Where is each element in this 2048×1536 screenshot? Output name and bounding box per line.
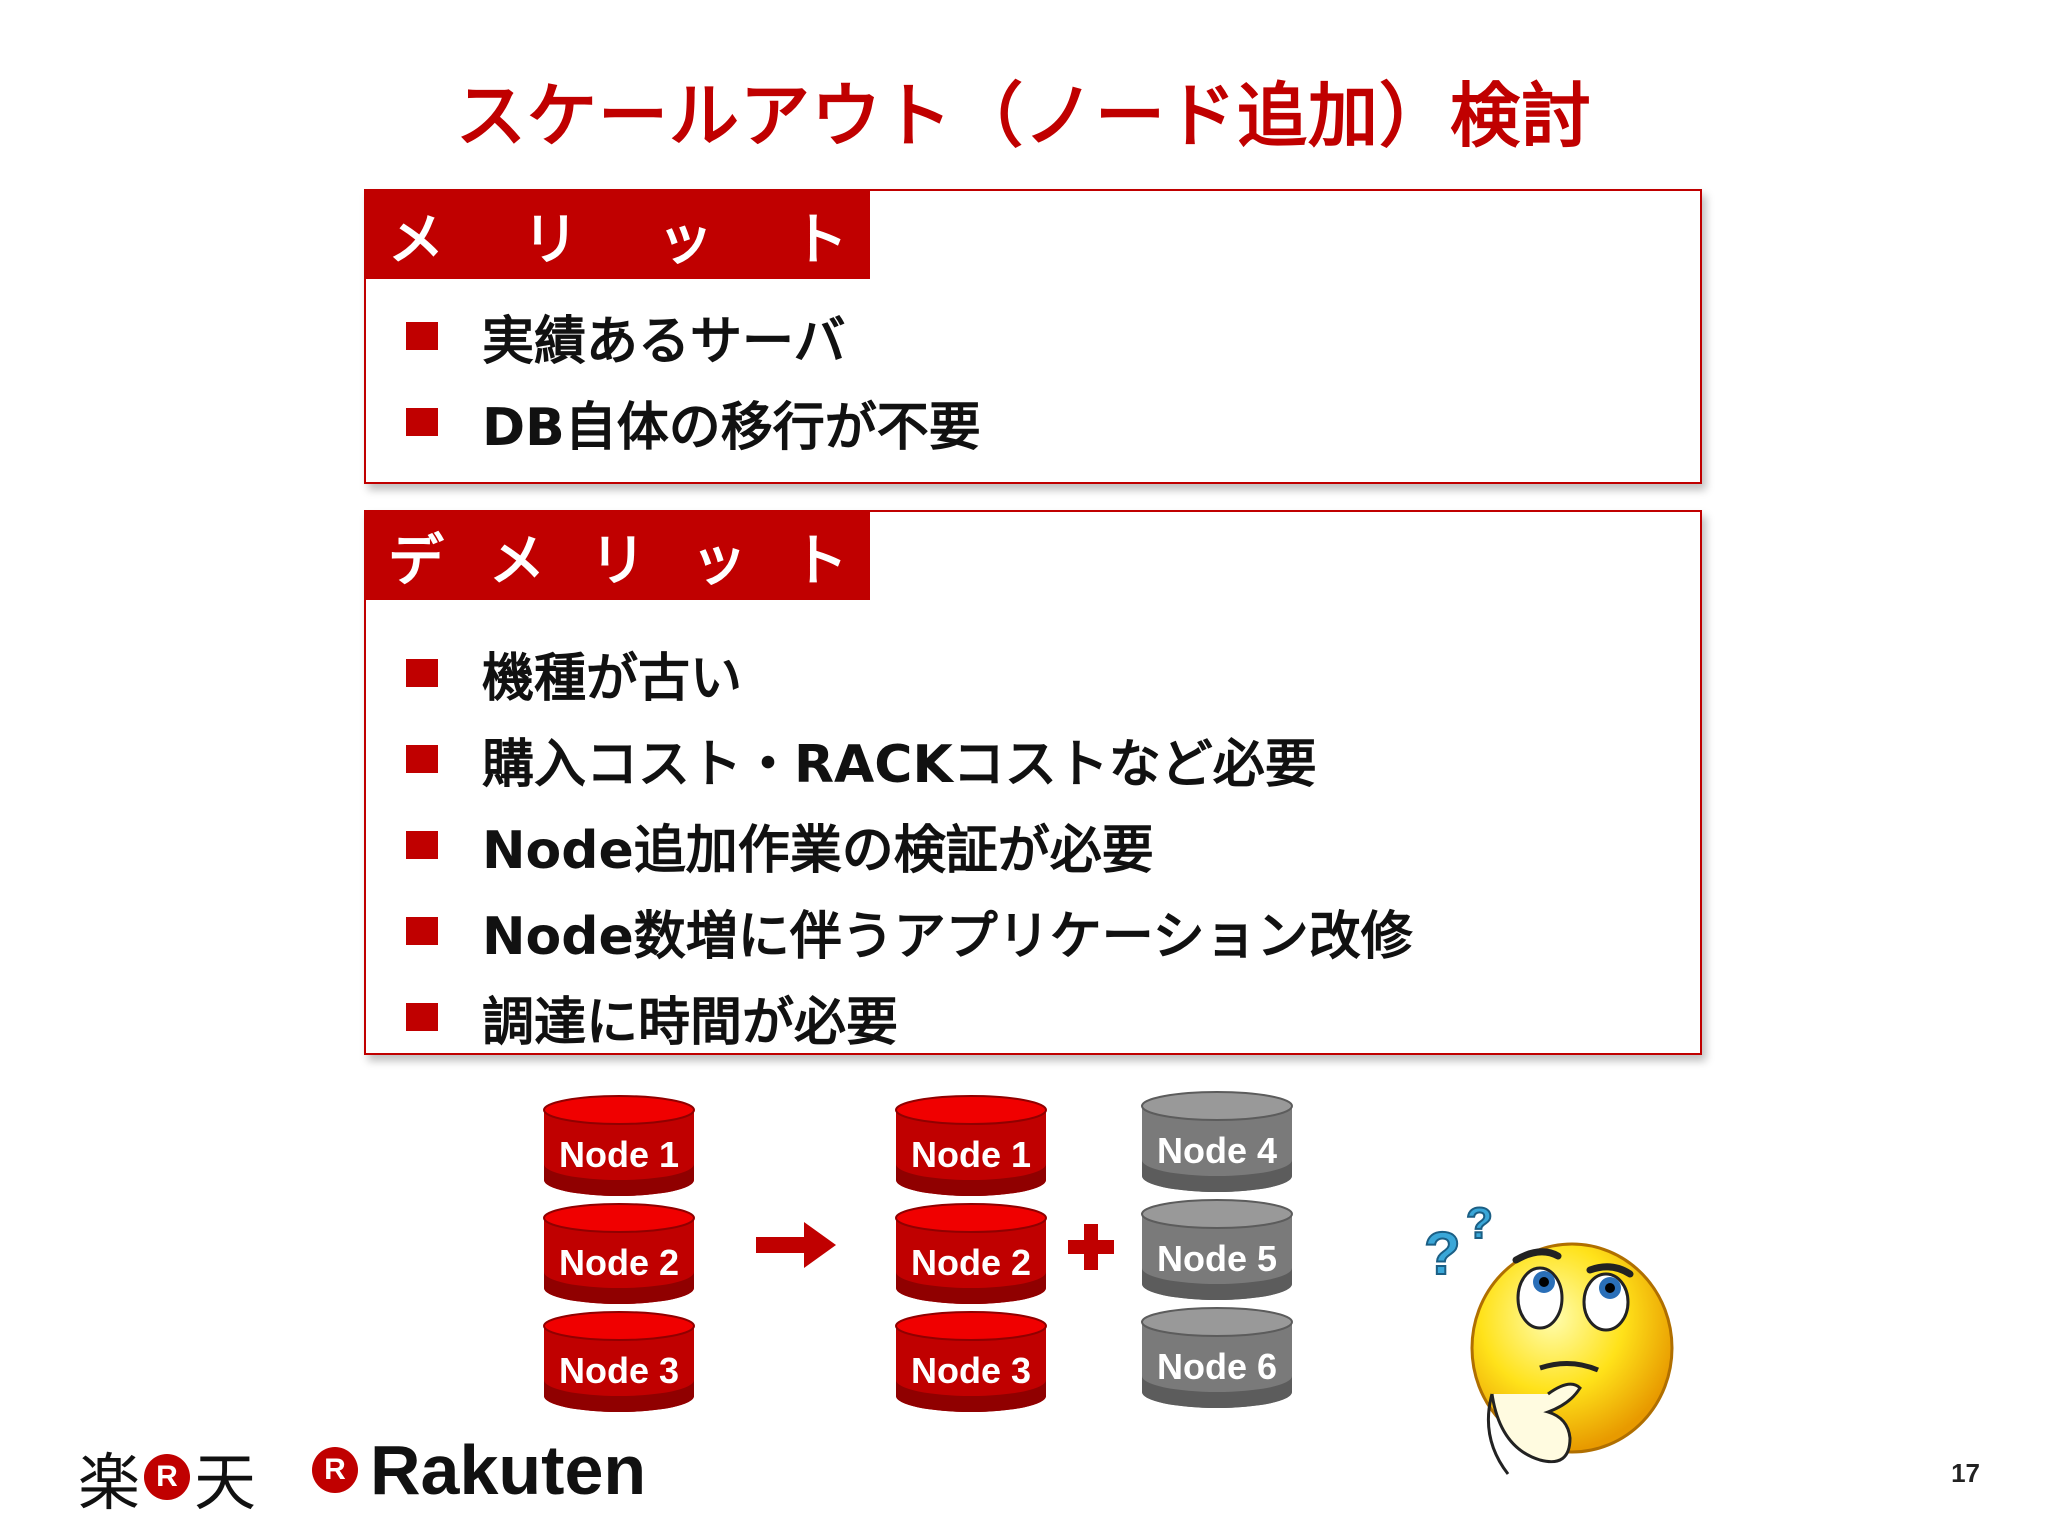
node-cylinder: Node 5 [1140,1198,1294,1302]
node-cylinder: Node 1 [894,1094,1048,1198]
demerit-label-char: リ [590,528,646,594]
list-item-text: 機種が古い [482,648,743,709]
node-label: Node 1 [558,1134,680,1175]
bullet-square-icon [406,745,438,773]
svg-text:?: ? [1466,1199,1493,1248]
node-label: Node 1 [910,1134,1032,1175]
demerit-label-char: ッ [691,528,747,594]
bullet-square-icon [406,408,438,436]
list-item: 実績あるサーバ [406,293,981,379]
node-cylinder: Node 2 [542,1202,696,1306]
node-cylinder: Node 1 [542,1094,696,1198]
list-item-text: DB自体の移行が不要 [482,397,981,458]
node-label: Node 5 [1156,1238,1278,1279]
list-item: 調達に時間が必要 [406,974,1413,1060]
merit-label: メ リ ッ ト [366,191,870,279]
list-item-text: 調達に時間が必要 [482,992,899,1053]
merit-label-char: ト [791,207,848,273]
demerit-box: デ メ リ ッ ト 機種が古い 購入コスト・RACKコストなど必要 Node追加… [364,510,1702,1055]
node-label: Node 4 [1156,1130,1278,1171]
rakuten-logo: R Rakuten [308,1430,646,1510]
demerit-list: 機種が古い 購入コスト・RACKコストなど必要 Node追加作業の検証が必要 N… [406,630,1413,1060]
bullet-square-icon [406,831,438,859]
svg-text:?: ? [1424,1220,1461,1287]
list-item-text: Node数増に伴うアプリケーション改修 [482,906,1413,967]
page-number: 17 [1951,1458,1980,1488]
slide-title: スケールアウト（ノード追加）検討 [456,75,1592,157]
thinking-face-icon: ? ? [1423,1198,1674,1475]
node-label: Node 6 [1156,1346,1278,1387]
demerit-label-char: デ [388,528,444,594]
bullet-square-icon [406,322,438,350]
logo-char: 楽 [78,1446,141,1519]
rakuten-r-icon: R [312,1447,358,1493]
list-item: 機種が古い [406,630,1413,716]
merit-label-char: ッ [657,207,714,273]
demerit-label: デ メ リ ッ ト [366,512,870,600]
bullet-square-icon [406,659,438,687]
merit-list: 実績あるサーバ DB自体の移行が不要 [406,293,981,465]
rakuten-wordmark: Rakuten [370,1431,647,1509]
demerit-label-char: ト [792,528,848,594]
node-label: Node 2 [910,1242,1032,1283]
demerit-label-char: メ [489,528,545,594]
merit-box: メ リ ッ ト 実績あるサーバ DB自体の移行が不要 [364,189,1702,484]
list-item: Node追加作業の検証が必要 [406,802,1413,888]
node-label: Node 3 [910,1350,1032,1391]
list-item: 購入コスト・RACKコストなど必要 [406,716,1413,802]
list-item-text: 購入コスト・RACKコストなど必要 [482,734,1317,795]
rakuten-jp-logo: 楽 R 天 [78,1432,256,1522]
logo-char: 天 [194,1446,257,1519]
merit-label-char: メ [388,207,444,273]
node-cylinder: Node 3 [542,1310,696,1414]
node-cylinder: Node 3 [894,1310,1048,1414]
list-item-text: Node追加作業の検証が必要 [482,820,1154,881]
plus-icon [1068,1224,1114,1270]
node-label: Node 3 [558,1350,680,1391]
list-item: DB自体の移行が不要 [406,379,981,465]
bullet-square-icon [406,1003,438,1031]
node-cylinder: Node 6 [1140,1306,1294,1410]
node-label: Node 2 [558,1242,680,1283]
rakuten-r-icon: R [144,1454,191,1500]
list-item-text: 実績あるサーバ [482,311,846,372]
node-cylinder: Node 2 [894,1202,1048,1306]
list-item: Node数増に伴うアプリケーション改修 [406,888,1413,974]
node-cylinder: Node 4 [1140,1090,1294,1194]
merit-label-char: リ [522,207,579,273]
arrow-right-icon [756,1222,836,1268]
bullet-square-icon [406,917,438,945]
